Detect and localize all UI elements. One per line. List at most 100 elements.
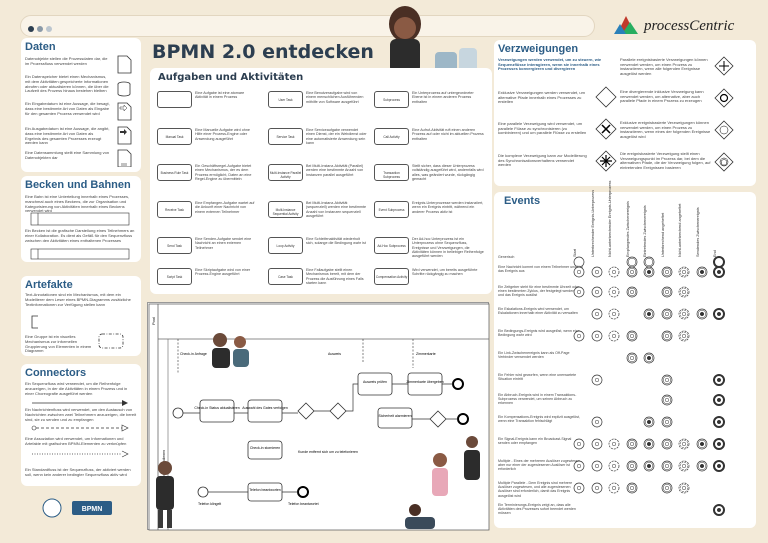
event-symbol-icon (608, 482, 620, 494)
event-row-label: Ein Signal-Ereignis kann ein Broadcast-S… (498, 437, 572, 446)
event-symbol-icon (626, 482, 637, 494)
task-card-label: Transaction Subprocess (383, 171, 400, 179)
event-symbol-icon (626, 352, 637, 364)
events-column-header: Nicht-unterbrechend angeheftet (678, 203, 682, 257)
brand-logo: processCentric (612, 12, 762, 38)
event-symbol-icon (608, 330, 620, 342)
event-symbol-icon (678, 266, 690, 278)
task-label: Auswahl des Gates verfolgen (242, 406, 288, 410)
pool-label: Pool (151, 317, 156, 325)
task-card-label: Ad-Hoc Subprocess (377, 244, 406, 248)
connectors-item: Ein Standardfluss ist der Sequenzfluss, … (25, 467, 131, 477)
event-symbol-icon (643, 308, 655, 320)
task-description: Ein Geschäftsregel-Aufgabe bietet einen … (195, 164, 252, 181)
event-symbol-icon (678, 460, 690, 472)
task-card-label: Multi-Instance Parallel Activity (269, 171, 302, 179)
brand-logo-icon (614, 16, 638, 34)
daten-item: Ein Eingabedatum ist eine Aussage, die b… (25, 101, 110, 116)
event-symbol-icon (573, 460, 585, 472)
msg-label: Zimmerkarte (416, 352, 436, 356)
event-symbol-icon (573, 330, 585, 342)
event-label: Telefon klingelt (198, 502, 221, 506)
task-card-label: Receive Task (165, 208, 184, 212)
event-row-label: Ein Abbruch-Ereignis wird in einem Trans… (498, 393, 577, 406)
event-row-label: Ein Bedingungs-Ereignis wird ausgelöst, … (498, 329, 580, 338)
task-description: Eine Empfangen-Aufgabe wartet auf die An… (195, 201, 255, 214)
events-column-header: Empfangendes Zwischenereignis (625, 201, 630, 257)
verzweigungen-heading: Verzweigungen (498, 43, 579, 55)
task-card-label: Service Task (276, 135, 295, 139)
brand-name: processCentric (644, 18, 735, 34)
daten-item: Ein Datenspeicher bietet einen Mechanism… (25, 74, 109, 94)
event-symbol-icon (696, 438, 707, 450)
verzweigungen-intro: Verzweigungen werden verwendet, um zu st… (498, 57, 602, 72)
event-symbol-icon (713, 438, 725, 450)
character-illustration (389, 6, 477, 73)
window-dot (37, 26, 43, 32)
gateway-complex-text: Die komplexe Verzweigung kann zur Modell… (498, 153, 587, 168)
illustration-group (405, 436, 480, 529)
task-description: Eine Fallaufgabe stellt einen Mechanismu… (306, 268, 364, 285)
task-label: Telefon beantworten (249, 488, 281, 492)
task-card-label: Multi-Instance Sequential Activity (272, 208, 299, 216)
task-card: Ad-Hoc Subprocess (374, 237, 409, 254)
task-card-label: Compensation Activity (375, 275, 408, 279)
event-symbol-icon (643, 416, 655, 428)
event-symbol-icon (661, 330, 672, 342)
event-symbol-icon (713, 460, 725, 472)
becken-item: Ein Becken ist die grafische Darstellung… (25, 228, 135, 243)
artefakte-item: Text-Annotationen sind ein Mechanismus, … (25, 292, 131, 307)
group-icon (98, 333, 124, 349)
task-description: Eine Serviceaufgabe verwendet einen Dien… (306, 128, 367, 145)
event-symbol-icon (678, 286, 690, 298)
task-card: User Task (268, 91, 303, 108)
illustration-people (212, 333, 249, 368)
event-label: Kunde entfernt sich um zu telefonieren (298, 450, 358, 454)
gateway-icons-right (714, 56, 734, 172)
task-card-label: Manual Task (165, 135, 184, 139)
event-symbol-icon (661, 374, 672, 386)
task-card-label: Call Activity (383, 135, 400, 139)
event-symbol-icon (678, 438, 690, 450)
gateway-exclusive-event-text: Exklusive ereignisbasierte Verzweigungen… (620, 120, 711, 139)
event-symbol-icon (678, 330, 690, 342)
event-row-label: Ein Link-Zwischenereignis kann als Off-P… (498, 351, 570, 360)
event-row-label: Ein Kompensations-Ereignis wird explizit… (498, 415, 581, 424)
event-symbol-icon (591, 482, 602, 494)
msg-label: Check-in Anfrage (180, 352, 207, 356)
task-card (157, 91, 192, 108)
event-row-label: Ein Fehler wird geworfen, wenn eine uner… (498, 373, 577, 382)
event-symbol-icon (643, 352, 655, 364)
event-symbol-icon (661, 286, 672, 298)
task-card-label: Send Task (167, 244, 182, 248)
task-card: Compensation Activity (374, 268, 409, 285)
task-card-label: Subprocess (383, 98, 400, 102)
artefakte-item: Eine Gruppe ist ein visuelles Mechanismu… (25, 334, 92, 354)
task-card: Multi-Instance Sequential Activity (268, 201, 303, 218)
task-card-label: Business Rule Task (160, 171, 189, 175)
connectors-item: Eine Assoziation wird verwendet, um Info… (25, 436, 127, 446)
event-symbol-icon (713, 266, 725, 278)
event-symbol-icon (591, 416, 602, 428)
task-description: Eine Manuelle Aufgabe wird ohne Hilfe ei… (195, 128, 250, 141)
event-row-label: Multiple - Eines der mehreren Auslöser z… (498, 459, 581, 472)
event-symbol-icon (643, 266, 655, 278)
task-description: Eine Senden-Aufgabe sendet eine Nachrich… (195, 237, 252, 250)
event-symbol-icon (608, 460, 620, 472)
task-card: Loop Activity (268, 237, 303, 254)
event-symbol-icon (591, 460, 602, 472)
events-column-header: End (713, 250, 717, 257)
daten-item: Ein Ausgabedatum ist eine Aussage, die a… (25, 126, 110, 146)
event-symbol-icon (678, 482, 690, 494)
event-symbol-icon (591, 330, 602, 342)
events-column-header: Unterbrechender Ereignis-Unterprozess (590, 189, 595, 257)
event-row-label: Ein Zeitgeber steht für eine bestimmte U… (498, 285, 584, 298)
event-symbol-icon (661, 266, 672, 278)
event-symbol-icon (713, 504, 725, 516)
page-title: BPMN 2.0 entdecken (152, 41, 374, 63)
daten-item: Eine Datensammlung stellt eine Sammlung … (25, 150, 110, 160)
task-card: Event Subprocess (374, 201, 409, 218)
task-card: Manual Task (157, 128, 192, 145)
daten-heading: Daten (25, 41, 56, 53)
task-description: Eine Schleifenaktivität wiederholt sich,… (306, 237, 366, 246)
